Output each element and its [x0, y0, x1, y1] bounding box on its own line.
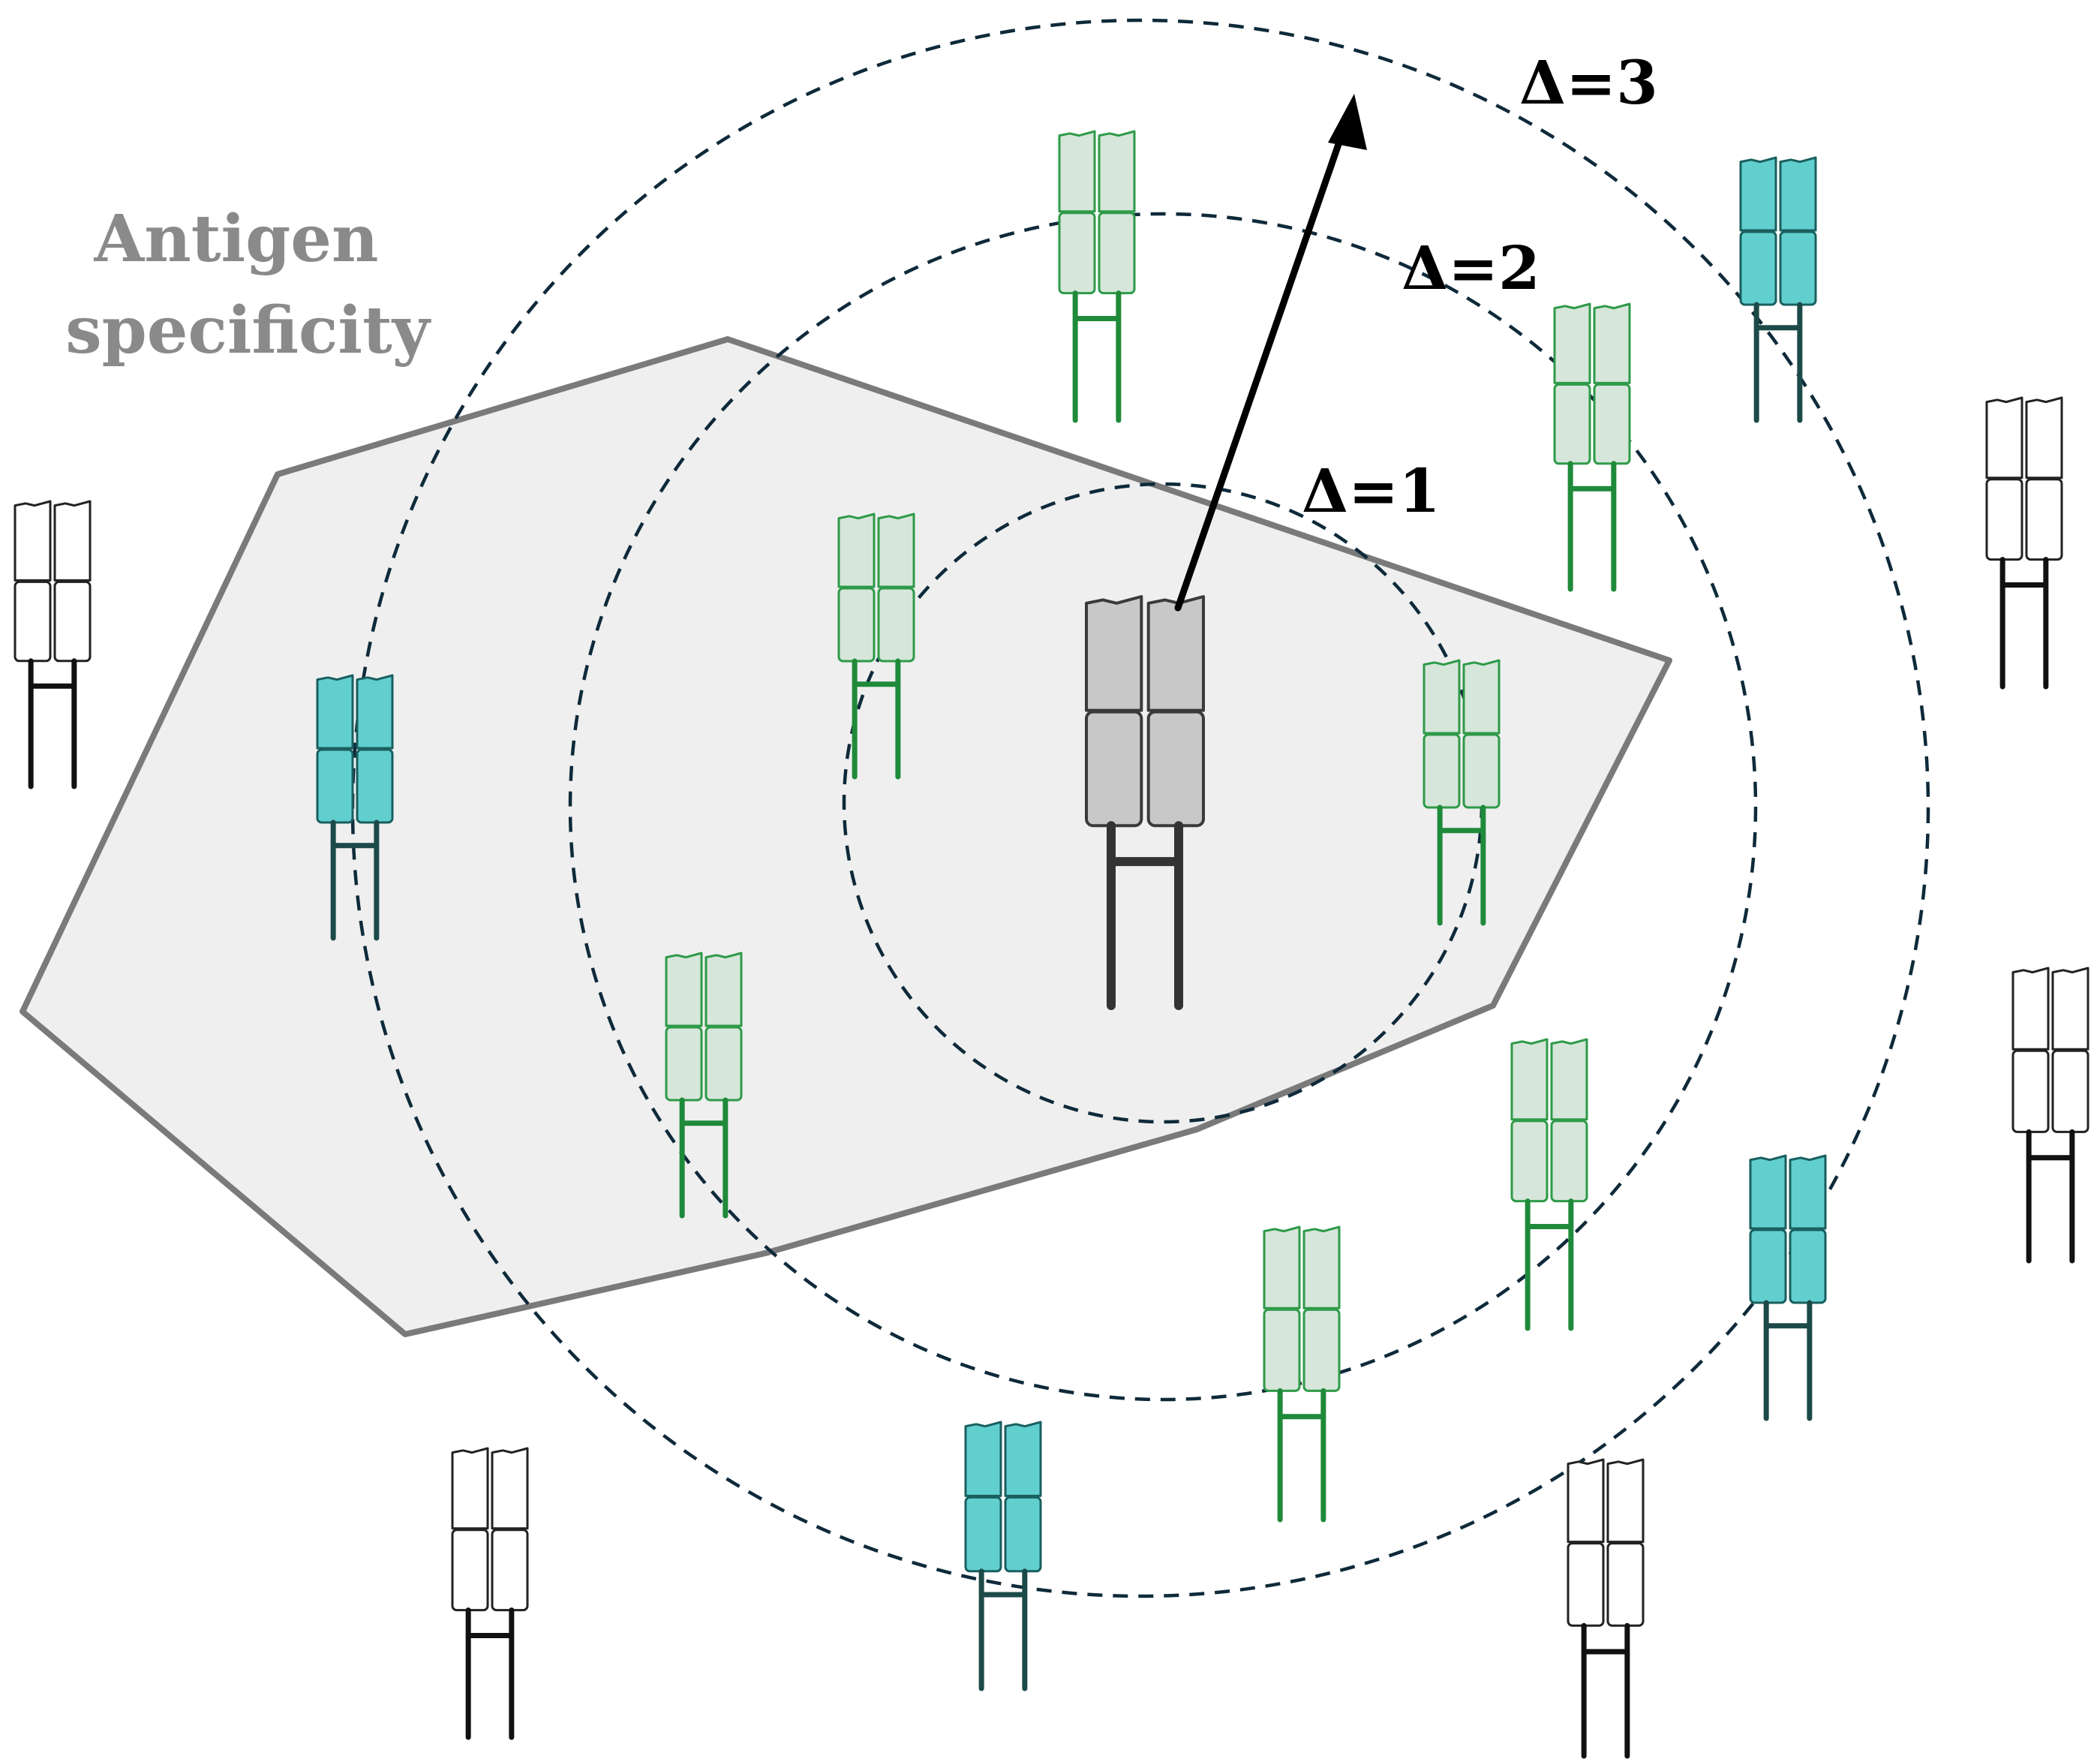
- antibody-white: [1567, 1458, 1645, 1759]
- antibody-variable-domain: [2011, 967, 2050, 1051]
- antibody-constant-domain: [1085, 710, 1143, 828]
- antibody-constant-domain: [1462, 733, 1501, 809]
- antibody-constant-domain: [1423, 733, 1461, 809]
- antibody-constant-domain: [1553, 383, 1591, 465]
- arrow-head: [1328, 94, 1367, 150]
- antibody-constant-domain: [1058, 212, 1096, 295]
- antibody-group: [14, 130, 2089, 1759]
- antibody-constant-domain: [316, 748, 354, 824]
- antibody-constant-domain: [877, 587, 915, 663]
- antibody-green: [837, 513, 915, 780]
- antibody-green: [1058, 130, 1136, 423]
- distance-arrow: [1174, 94, 1367, 612]
- antibody-constant-domain: [1004, 1496, 1042, 1573]
- antigen-specificity-region: [20, 336, 1672, 1337]
- antibody-variable-domain: [1739, 156, 1777, 232]
- antibody-white: [14, 500, 92, 789]
- antibody-constant-domain: [1985, 478, 2023, 561]
- region-label: Antigen specificity: [65, 201, 432, 368]
- delta-2-label: Δ=2: [1402, 233, 1540, 303]
- antibody-variable-domain: [964, 1421, 1002, 1497]
- antibody-teal: [1739, 156, 1817, 423]
- antibody-variable-domain: [1058, 130, 1096, 213]
- antibody-constant-domain: [451, 1529, 489, 1612]
- antibody-constant-domain: [491, 1529, 529, 1612]
- antibody-variable-domain: [2051, 967, 2089, 1051]
- antibody-variable-domain: [1593, 302, 1631, 384]
- antibody-constant-domain: [2051, 1049, 2089, 1133]
- antibody-variable-domain: [1567, 1458, 1605, 1544]
- antibody-variable-domain: [1098, 130, 1136, 213]
- antibody-variable-domain: [1263, 1225, 1301, 1309]
- antibody-constant-domain: [1302, 1308, 1341, 1392]
- antibody-variable-domain: [877, 513, 915, 588]
- antibody-constant-domain: [1098, 212, 1136, 295]
- antibody-constant-domain: [1739, 230, 1777, 306]
- antibody-constant-domain: [14, 580, 52, 663]
- antibody-variable-domain: [1749, 1154, 1787, 1230]
- antibody-teal: [964, 1421, 1042, 1691]
- antibody-constant-domain: [705, 1026, 743, 1102]
- antibody-constant-domain: [2011, 1049, 2050, 1133]
- ring-delta-2: [568, 212, 1758, 1402]
- region-label-line-1: Antigen: [94, 201, 379, 277]
- antibody-constant-domain: [1146, 710, 1206, 828]
- antibody-white: [2011, 967, 2089, 1264]
- antibody-green: [665, 952, 743, 1219]
- antibody-constant-domain: [1567, 1542, 1605, 1627]
- antibody-variable-domain: [1004, 1421, 1042, 1497]
- antibody-constant-domain: [1593, 383, 1631, 465]
- antibody-constant-domain: [665, 1026, 703, 1102]
- antibody-green: [1510, 1038, 1588, 1331]
- antibody-constant-domain: [356, 748, 394, 824]
- antibody-constant-domain: [1749, 1228, 1787, 1304]
- antibody-teal: [316, 674, 394, 941]
- antibody-variable-domain: [14, 500, 52, 582]
- delta-3-label: Δ=3: [1519, 47, 1658, 118]
- arrow-shaft: [1174, 128, 1347, 612]
- antibody-constant-domain: [1510, 1120, 1549, 1203]
- antibody-variable-domain: [1550, 1038, 1588, 1121]
- antibody-variable-domain: [837, 513, 876, 588]
- region-label-line-2: specificity: [65, 293, 432, 368]
- antibody-constant-domain: [1263, 1308, 1301, 1392]
- antibody-variable-domain: [1779, 156, 1817, 232]
- antibody-constant-domain: [1550, 1120, 1588, 1203]
- antibody-variable-domain: [1985, 396, 2023, 480]
- antibody-white: [1985, 396, 2063, 690]
- antibody-variable-domain: [451, 1447, 489, 1530]
- antibody-variable-domain: [1789, 1154, 1827, 1230]
- antibody-variable-domain: [316, 674, 354, 750]
- antibody-variable-domain: [53, 500, 92, 582]
- antibody-variable-domain: [1423, 659, 1461, 735]
- antibody-constant-domain: [1779, 230, 1817, 306]
- antibody-variable-domain: [2025, 396, 2063, 480]
- antibody-variable-domain: [1085, 595, 1143, 712]
- antibody-variable-domain: [1553, 302, 1591, 384]
- antibody-center: [1085, 595, 1206, 1010]
- antibody-constant-domain: [837, 587, 876, 663]
- antibody-variable-domain: [1146, 595, 1205, 712]
- antibody-variable-domain: [665, 952, 703, 1027]
- antibody-variable-domain: [491, 1447, 529, 1530]
- antibody-constant-domain: [53, 580, 92, 663]
- antibody-constant-domain: [2025, 478, 2063, 561]
- antibody-variable-domain: [356, 674, 394, 750]
- antibody-green: [1423, 659, 1501, 926]
- antibody-constant-domain: [1789, 1228, 1827, 1304]
- antibody-variable-domain: [1302, 1225, 1341, 1309]
- antibody-constant-domain: [964, 1496, 1002, 1573]
- antibody-variable-domain: [1606, 1458, 1645, 1544]
- antibody-white: [451, 1447, 529, 1740]
- antibody-variable-domain: [1510, 1038, 1549, 1121]
- antibody-constant-domain: [1606, 1542, 1645, 1627]
- antibody-green: [1263, 1225, 1341, 1523]
- antibody-teal: [1749, 1154, 1827, 1421]
- antibody-green: [1553, 302, 1631, 592]
- delta-1-label: Δ=1: [1302, 456, 1441, 526]
- antibody-variable-domain: [705, 952, 743, 1027]
- antibody-variable-domain: [1462, 659, 1501, 735]
